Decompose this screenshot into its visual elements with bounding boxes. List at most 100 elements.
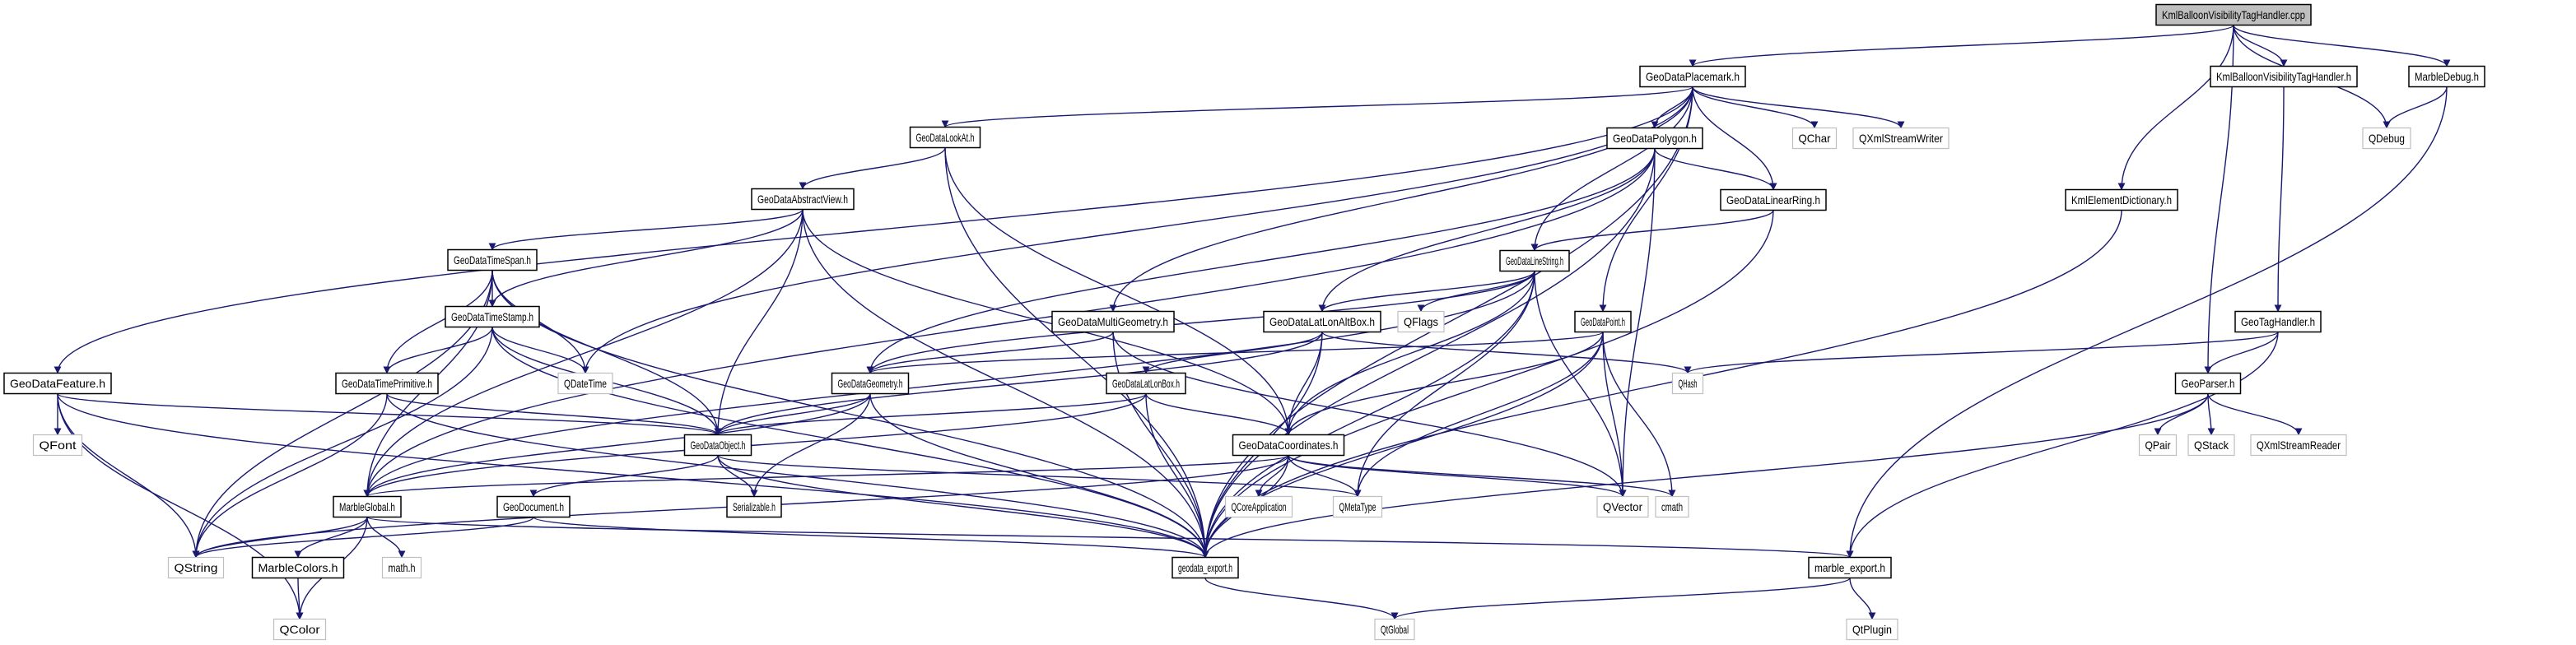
node-qdebug: QDebug <box>2362 127 2411 150</box>
edge-lookat-to-geodataexport <box>944 147 1209 559</box>
node-latlonaltbox[interactable]: GeoDataLatLonAltBox.h <box>1263 310 1381 333</box>
edge-linestring-to-qflags <box>1417 271 1535 313</box>
node-box <box>445 305 540 328</box>
edge-placemark-to-linearring <box>1692 86 1777 191</box>
edge-marblecolors-to-qcolor <box>296 578 304 620</box>
node-linestring[interactable]: GeoDataLineString.h <box>1499 249 1570 272</box>
node-box <box>496 495 571 518</box>
edge-geoparser-to-geodataexport <box>1201 393 2209 559</box>
edge-geodocument-to-qstring <box>192 516 534 559</box>
node-box <box>1846 618 1898 641</box>
node-label: QXmlStreamReader <box>2257 439 2341 452</box>
node-kmldict[interactable]: KmlElementDictionary.h <box>2065 188 2178 211</box>
node-box <box>1574 310 1632 333</box>
node-label: QColor <box>280 623 320 636</box>
node-label: cmath <box>1661 500 1683 513</box>
node-label: QtPlugin <box>1852 623 1892 636</box>
node-latlonbox[interactable]: GeoDataLatLonBox.h <box>1106 372 1186 395</box>
node-label: KmlBalloonVisibilityTagHandler.h <box>2216 70 2351 83</box>
node-coordinates[interactable]: GeoDataCoordinates.h <box>1232 434 1345 457</box>
node-label: GeoDataCoordinates.h <box>1239 439 1339 452</box>
node-box <box>2174 372 2242 395</box>
node-label: GeoDataMultiGeometry.h <box>1058 315 1168 328</box>
edge-point-to-coordinates <box>1284 332 1604 436</box>
edge-polygon-to-linearring <box>1654 148 1777 191</box>
node-point[interactable]: GeoDataPoint.h <box>1574 310 1632 333</box>
node-lookat[interactable]: GeoDataLookAt.h <box>909 126 981 149</box>
edge-point-to-geometry <box>866 331 1604 374</box>
node-qfont: QFont <box>32 434 83 457</box>
edge-geotaghandler-to-geoparser <box>2204 332 2279 374</box>
node-linearring[interactable]: GeoDataLinearRing.h <box>1720 188 1827 211</box>
edge-linestring-to-marbleglobal <box>363 271 1535 498</box>
edge-placemark-to-point <box>1599 86 1693 313</box>
node-label: GeoDataFeature.h <box>10 377 105 390</box>
node-qdatetime: QDateTime <box>557 372 613 395</box>
node-label: GeoDataGeometry.h <box>838 377 903 390</box>
node-geodocument[interactable]: GeoDocument.h <box>496 495 571 518</box>
edge-timestamp-to-qstring <box>192 327 493 559</box>
edge-geodocument-to-geodataexport <box>533 516 1209 559</box>
edge-multigeom-to-geodataexport <box>1112 332 1209 559</box>
node-box <box>2187 434 2235 457</box>
edge-marbledebug-to-marbleexport <box>1846 86 2448 559</box>
edge-timespan-to-timeprimitive <box>383 270 493 374</box>
node-placemark[interactable]: GeoDataPlacemark.h <box>1639 65 1746 88</box>
node-feature[interactable]: GeoDataFeature.h <box>3 372 112 395</box>
node-label: GeoDataPoint.h <box>1581 315 1625 328</box>
edge-object-to-serializable <box>717 455 758 498</box>
node-box <box>1332 495 1383 518</box>
edge-latlonaltbox-to-qhash <box>1321 331 1692 374</box>
node-label: GeoParser.h <box>2182 377 2235 390</box>
node-marbleglobal[interactable]: MarbleGlobal.h <box>333 495 402 518</box>
edge-latlonbox-to-object <box>714 392 1147 436</box>
edge-geometry-to-serializable <box>750 393 871 498</box>
node-geoparser[interactable]: GeoParser.h <box>2174 372 2242 395</box>
node-box <box>1655 495 1689 518</box>
node-box <box>2362 127 2411 150</box>
node-abstractview[interactable]: GeoDataAbstractView.h <box>751 188 855 211</box>
edge-latlonbox-to-marbleglobal <box>363 393 1147 498</box>
node-geotaghandler[interactable]: GeoTagHandler.h <box>2234 310 2322 333</box>
node-box <box>1224 495 1293 518</box>
node-box <box>683 434 752 457</box>
edge-root-to-placemark <box>1689 24 2234 67</box>
edge-linearring-to-geodataexport <box>1201 210 1774 559</box>
node-geodataexport[interactable]: geodata_export.h <box>1172 556 1239 579</box>
node-kbvth[interactable]: KmlBalloonVisibilityTagHandler.h <box>2210 65 2358 88</box>
node-qstring: QString <box>167 556 225 579</box>
node-label: MarbleColors.h <box>259 561 338 574</box>
node-box <box>909 126 981 149</box>
node-marblecolors[interactable]: MarbleColors.h <box>251 556 345 579</box>
node-timespan[interactable]: GeoDataTimeSpan.h <box>447 248 538 271</box>
edge-root-to-marbledebug <box>2233 25 2451 67</box>
node-box <box>1791 127 1838 150</box>
edge-geoparser-to-qxmlreader <box>2207 393 2303 436</box>
node-object[interactable]: GeoDataObject.h <box>683 434 752 457</box>
node-box <box>2210 65 2358 88</box>
node-geometry[interactable]: GeoDataGeometry.h <box>831 372 910 395</box>
node-root[interactable]: KmlBalloonVisibilityTagHandler.cpp <box>2155 3 2312 26</box>
node-label: QDateTime <box>564 377 607 390</box>
node-box <box>381 556 422 579</box>
edge-object-to-qmetatype <box>717 454 1362 498</box>
node-qstack: QStack <box>2187 434 2235 457</box>
node-timestamp[interactable]: GeoDataTimeStamp.h <box>445 305 540 328</box>
node-marbleexport[interactable]: marble_export.h <box>1808 556 1892 579</box>
edge-placemark-to-lookat <box>941 86 1693 128</box>
edge-abstractview-to-object <box>714 209 804 436</box>
node-serializable[interactable]: Serializable.h <box>726 495 782 518</box>
edge-feature-to-qcolor <box>57 393 304 620</box>
node-label: QtGlobal <box>1381 623 1409 636</box>
node-marbledebug[interactable]: MarbleDebug.h <box>2408 65 2485 88</box>
edge-polygon-to-marbleglobal <box>363 148 1656 498</box>
node-label: KmlElementDictionary.h <box>2071 193 2172 206</box>
node-timeprimitive[interactable]: GeoDataTimePrimitive.h <box>335 372 439 395</box>
node-label: GeoDataPolygon.h <box>1613 132 1697 145</box>
node-box <box>2065 188 2178 211</box>
node-label: QFont <box>40 439 77 452</box>
node-polygon[interactable]: GeoDataPolygon.h <box>1606 127 1703 150</box>
edge-lookat-to-coordinates <box>944 147 1293 436</box>
node-multigeom[interactable]: GeoDataMultiGeometry.h <box>1051 310 1175 333</box>
edge-coordinates-to-qmetatype <box>1288 455 1362 498</box>
